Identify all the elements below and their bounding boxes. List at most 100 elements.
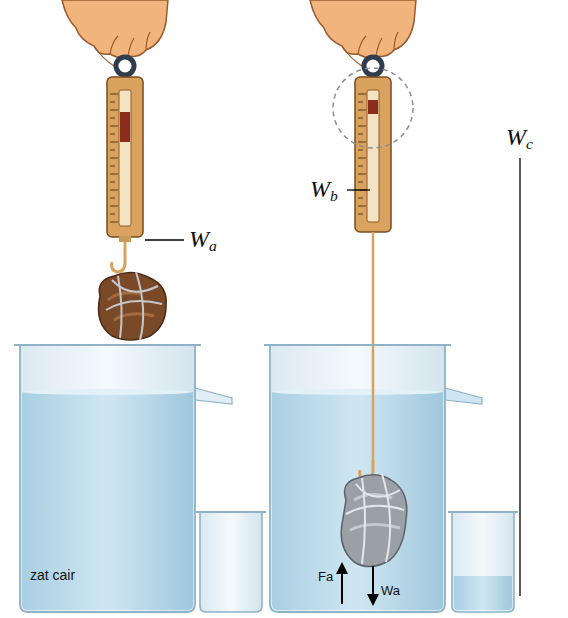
- tick: [358, 126, 366, 127]
- tick: [110, 182, 115, 183]
- spring-scale-left: [119, 90, 131, 226]
- weight-label: Wc: [506, 124, 533, 152]
- catch-beaker-right: [454, 576, 512, 610]
- catch-beaker-right: [448, 512, 518, 612]
- catch-beaker-left: [196, 511, 266, 513]
- beaker-right-rim: [270, 345, 445, 612]
- tick: [110, 142, 118, 143]
- rock-brown: [106, 272, 162, 340]
- tick: [358, 182, 363, 183]
- beaker-left: [20, 345, 195, 612]
- weight-arrow: [372, 566, 374, 596]
- buoyancy-arrow: [341, 572, 343, 604]
- scale-ticks: [110, 94, 118, 222]
- rock-grey: [341, 475, 407, 567]
- tick: [110, 134, 115, 135]
- hook-left: [112, 242, 125, 272]
- tick: [110, 158, 118, 159]
- hand-right: [358, 32, 398, 56]
- beaker-right: [272, 392, 443, 610]
- rock-brown: [99, 272, 167, 340]
- tick: [358, 142, 366, 143]
- catch-beaker-right: [448, 511, 518, 513]
- hand-right: [310, 0, 416, 66]
- tick: [358, 206, 366, 207]
- force-label: Wa: [381, 584, 400, 598]
- beaker-left: [14, 344, 201, 346]
- tick: [358, 166, 363, 167]
- spring-scale-left: [119, 236, 131, 242]
- catch-beaker-right: [452, 512, 514, 612]
- spring-scale-left: [120, 112, 130, 142]
- catch-beaker-right: [452, 512, 514, 612]
- tick: [358, 150, 363, 151]
- weight-arrow: [367, 594, 379, 606]
- dashed-circle: [333, 68, 413, 148]
- scale-ticks: [358, 94, 366, 214]
- leader-line: [519, 158, 520, 596]
- tick: [110, 190, 118, 191]
- beaker-left: [20, 345, 195, 612]
- tick: [110, 94, 118, 95]
- beaker-left: [22, 392, 193, 610]
- rock-grey: [346, 474, 404, 564]
- tick: [110, 214, 115, 215]
- string: [372, 232, 375, 462]
- tick: [358, 118, 363, 119]
- tick: [110, 198, 115, 199]
- buoyancy-arrow: [336, 562, 348, 604]
- tick: [110, 150, 115, 151]
- hand-left: [62, 0, 168, 58]
- beaker-right: [270, 345, 445, 612]
- beaker-right: [445, 388, 482, 404]
- hand-right: [310, 0, 416, 58]
- force-label: Fa: [318, 570, 333, 584]
- catch-beaker-left: [200, 512, 262, 612]
- tick: [358, 198, 363, 199]
- tick: [110, 118, 115, 119]
- tick: [110, 110, 118, 111]
- ring-left: [116, 57, 134, 75]
- rock-grey: [350, 494, 400, 530]
- leader-line: [145, 239, 184, 240]
- hand-left: [94, 46, 114, 66]
- tick: [358, 94, 366, 95]
- beaker-right: [272, 389, 442, 395]
- hand-left: [62, 0, 168, 66]
- catch-beaker-left: [196, 512, 266, 612]
- tick: [358, 214, 363, 215]
- weight-arrow: [367, 566, 379, 606]
- beaker-right: [270, 345, 482, 612]
- ring-right: [364, 57, 382, 75]
- tick: [110, 222, 118, 223]
- weight-label: Wa: [189, 226, 217, 254]
- tick: [358, 174, 366, 175]
- spring-scale-right: [355, 77, 391, 232]
- tick: [358, 134, 363, 135]
- tick: [358, 102, 363, 103]
- tick: [110, 174, 118, 175]
- liquid-label: zat cair: [30, 568, 75, 583]
- beaker-right-rim: [264, 344, 451, 346]
- rock-brown: [99, 272, 167, 340]
- rock-grey: [341, 474, 407, 567]
- tick: [358, 110, 366, 111]
- spring-scale-left: [107, 77, 143, 237]
- spring-scale-left: [107, 77, 143, 242]
- beaker-right-rim: [264, 345, 451, 612]
- beaker-left: [22, 389, 192, 395]
- tick: [358, 158, 366, 159]
- leader-line: [347, 189, 370, 190]
- spring-scale-right: [368, 100, 378, 114]
- beaker-left: [195, 388, 232, 404]
- buoyancy-arrow: [336, 562, 348, 574]
- hand-left: [110, 32, 150, 56]
- tick: [110, 102, 115, 103]
- spring-scale-right: [355, 77, 391, 232]
- tick: [110, 206, 118, 207]
- hand-right: [342, 46, 362, 66]
- tick: [110, 166, 115, 167]
- spring-scale-right: [367, 90, 379, 222]
